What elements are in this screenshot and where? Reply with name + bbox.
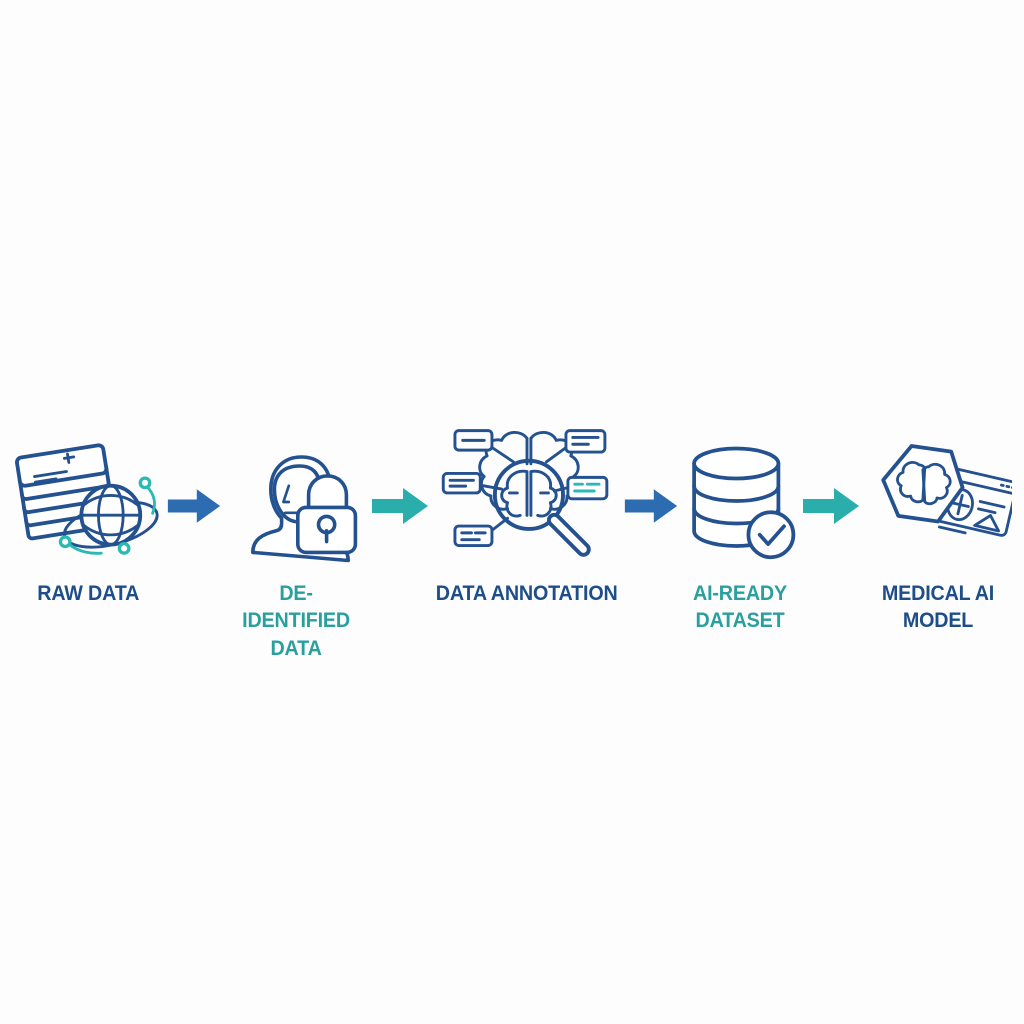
right-arrow-icon bbox=[372, 488, 429, 524]
arrow-2 bbox=[368, 415, 433, 565]
person-lock-icon bbox=[250, 455, 357, 563]
stage-deidentified-data: DE-IDENTIFIED DATA bbox=[224, 415, 368, 662]
stage-label-raw-data: RAW DATA bbox=[37, 582, 139, 605]
stage-ai-ready-dataset: AI-READY DATASET bbox=[681, 415, 799, 635]
right-arrow-icon bbox=[167, 489, 220, 523]
brain-display-icon bbox=[881, 444, 1012, 537]
stage-label-medical-ai-model: MEDICAL AI MODEL bbox=[881, 582, 995, 633]
stage-label-ai-ready-dataset: AI-READY DATASET bbox=[692, 582, 787, 633]
database-checkmark-icon bbox=[691, 446, 795, 560]
stage-data-annotation: DATA ANNOTATION bbox=[433, 415, 621, 607]
medical-documents-globe-icon bbox=[15, 443, 159, 555]
stage-label-deidentified-data: DE-IDENTIFIED DATA bbox=[241, 582, 350, 660]
pipeline: RAW DATA bbox=[12, 415, 1012, 662]
arrow-3 bbox=[621, 415, 681, 565]
brain-magnifier-annotation-icon bbox=[441, 429, 609, 557]
stage-label-data-annotation: DATA ANNOTATION bbox=[436, 582, 618, 605]
stage-medical-ai-model: MEDICAL AI MODEL bbox=[864, 415, 1012, 635]
stage-raw-data: RAW DATA bbox=[12, 415, 164, 607]
arrow-4 bbox=[799, 415, 864, 565]
right-arrow-icon bbox=[624, 489, 677, 523]
arrow-1 bbox=[164, 415, 224, 565]
right-arrow-icon bbox=[803, 488, 860, 524]
